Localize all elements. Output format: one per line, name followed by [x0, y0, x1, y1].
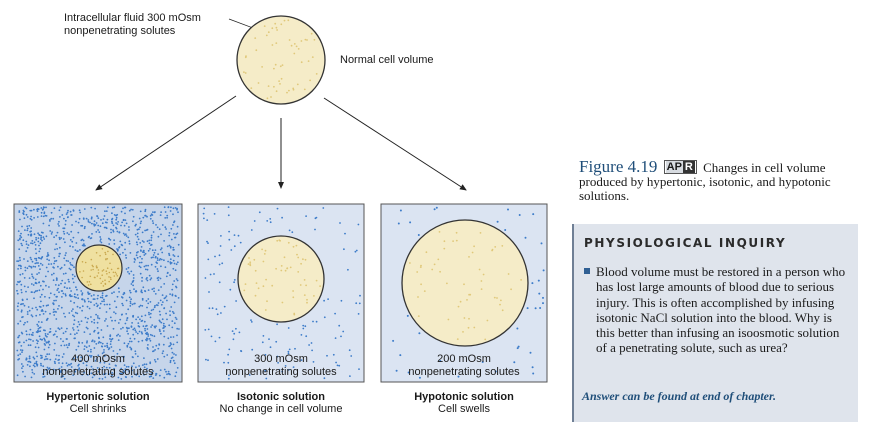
hypotonic-caption: Hypotonic solution Cell swells — [381, 391, 547, 415]
hypertonic-caption: Hypertonic solution Cell shrinks — [14, 391, 182, 415]
hypotonic-osm-label: 200 mOsm nonpenetrating solutes — [396, 353, 532, 379]
normal-cell — [236, 15, 326, 105]
hypertonic-osm-value: 400 mOsm — [71, 353, 125, 365]
hypotonic-solutes: nonpenetrating solutes — [408, 366, 520, 378]
figure-number: Figure 4.19 — [579, 157, 658, 176]
physiological-inquiry-box: PHYSIOLOGICAL INQUIRY Blood volume must … — [572, 224, 858, 422]
isotonic-osm-label: 300 mOsm nonpenetrating solutes — [214, 353, 348, 379]
inquiry-answer-note: Answer can be found at end of chapter. — [582, 389, 777, 403]
hypotonic-title: Hypotonic solution — [414, 391, 514, 403]
apr-badge-r: R — [682, 161, 695, 173]
hypertonic-solutes: nonpenetrating solutes — [42, 366, 154, 378]
isotonic-panel — [197, 203, 365, 383]
isotonic-osm-value: 300 mOsm — [254, 353, 308, 365]
hypotonic-panel — [380, 203, 548, 383]
hypotonic-subtitle: Cell swells — [438, 403, 490, 415]
intracellular-fluid-label: Intracellular fluid 300 mOsm nonpenetrat… — [64, 12, 201, 38]
hypotonic-osm-value: 200 mOsm — [437, 353, 491, 365]
isotonic-title: Isotonic solution — [237, 391, 325, 403]
normal-cell-volume-label: Normal cell volume — [340, 54, 434, 66]
apr-badge-ap: AP — [665, 161, 683, 173]
hypertonic-panel — [13, 203, 183, 383]
isotonic-solutes: nonpenetrating solutes — [225, 366, 337, 378]
intracellular-fluid-line-2: nonpenetrating solutes — [64, 25, 176, 37]
arrow-to-hypertonic — [95, 95, 237, 191]
bullet-icon — [584, 268, 590, 274]
isotonic-subtitle: No change in cell volume — [219, 403, 343, 415]
figure-caption-text: Changes in cell volume produced by hyper… — [579, 160, 831, 203]
inquiry-heading: PHYSIOLOGICAL INQUIRY — [584, 236, 787, 250]
hypertonic-subtitle: Cell shrinks — [69, 403, 127, 415]
arrow-to-hypotonic — [323, 97, 467, 191]
intracellular-fluid-line-1: Intracellular fluid 300 mOsm — [64, 12, 201, 24]
isotonic-caption: Isotonic solution No change in cell volu… — [198, 391, 364, 415]
hypertonic-title: Hypertonic solution — [46, 391, 150, 403]
hypertonic-osm-label: 400 mOsm nonpenetrating solutes — [30, 353, 166, 379]
inquiry-question: Blood volume must be restored in a perso… — [596, 264, 846, 356]
